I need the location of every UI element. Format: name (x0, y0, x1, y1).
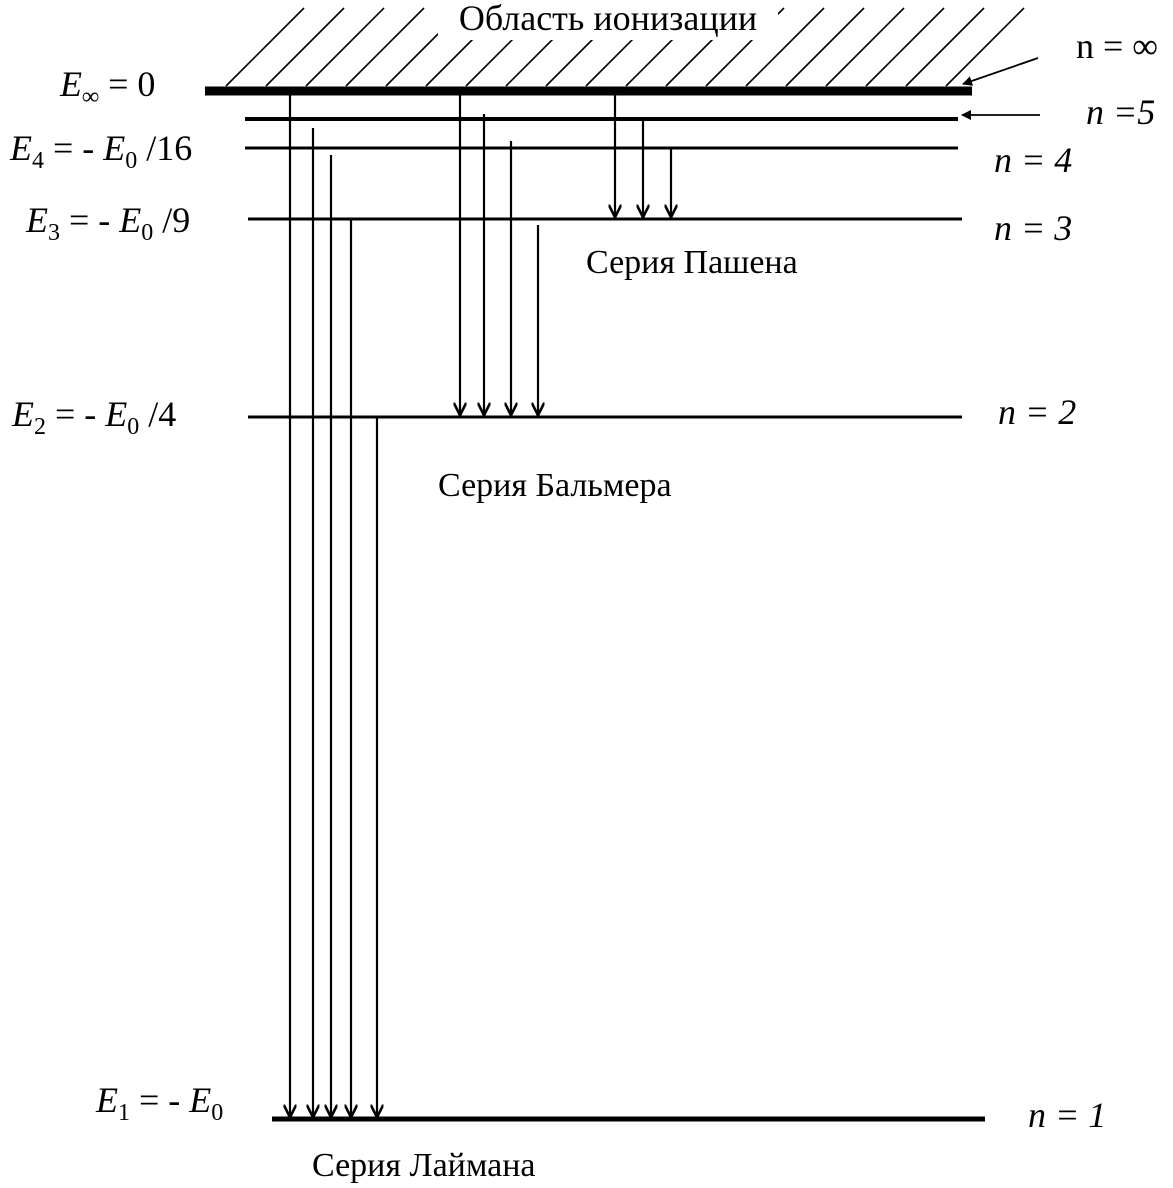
energy-label-4: E4 = - E0 /16 (9, 128, 192, 174)
hatch-line (785, 7, 865, 87)
pointer-arrow-inf (962, 57, 1039, 86)
n-label-5: n =5 (1086, 92, 1155, 132)
energy-label-3: E3 = - E0 /9 (25, 200, 190, 246)
n-label-2: n = 2 (998, 392, 1076, 432)
lyman-series-label: Серия Лаймана (312, 1147, 536, 1184)
transition-arrows (290, 57, 1040, 1116)
paschen-series-label: Серия Пашена (586, 244, 798, 281)
n-label-1: n = 1 (1028, 1095, 1106, 1135)
n-label-3: n = 3 (994, 208, 1072, 248)
energy-levels (205, 86, 985, 1122)
hatch-line (945, 7, 1025, 87)
n-label-4: n = 4 (994, 140, 1072, 180)
energy-label-1: E1 = - E0 (95, 1080, 223, 1126)
hatch-line (905, 7, 985, 87)
hatch-line (745, 7, 825, 87)
hatch-line (265, 7, 345, 87)
hatch-line (225, 7, 305, 87)
hatch-line (825, 7, 905, 87)
hatch-line (305, 7, 385, 87)
series-labels: Серия Пашена Серия Бальмера Серия Лайман… (312, 244, 798, 1184)
energy-label-2: E2 = - E0 /4 (11, 394, 176, 440)
balmer-series-label: Серия Бальмера (438, 467, 672, 504)
ionization-region-label: Область ионизации (459, 0, 757, 38)
energy-label-inf: E∞ = 0 (59, 64, 155, 110)
quantum-number-labels: n = ∞ n =5 n = 4 n = 3 n = 2 n = 1 (994, 26, 1158, 1135)
hatch-line (865, 7, 945, 87)
energy-labels: E∞ = 0 E4 = - E0 /16 E3 = - E0 /9 E2 = -… (9, 64, 223, 1126)
n-label-inf: n = ∞ (1076, 26, 1158, 66)
hatch-line (345, 7, 425, 87)
